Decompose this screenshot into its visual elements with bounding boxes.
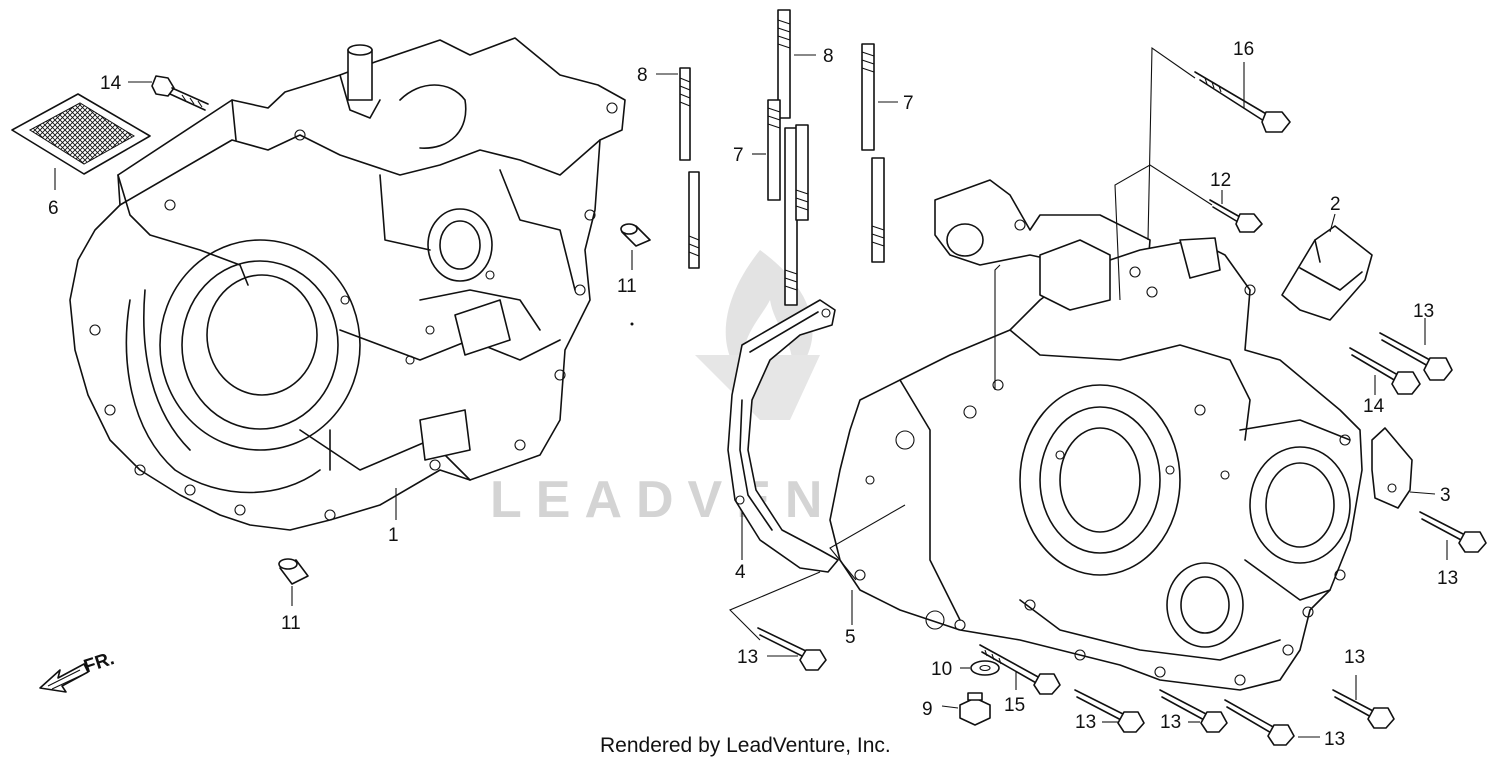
callout-8-center: 8 — [823, 46, 834, 67]
bolt-13-bracket3 — [1419, 511, 1487, 560]
callout-1: 1 — [388, 525, 399, 546]
callout-8-left: 8 — [637, 65, 648, 86]
bolt-14-left — [128, 75, 209, 111]
washer-10 — [960, 660, 1000, 676]
drain-bolt-9 — [941, 692, 991, 726]
callout-2: 2 — [1330, 194, 1341, 215]
callout-11-upper: 11 — [617, 276, 637, 297]
callout-13-lower-mid1: 13 — [1075, 712, 1096, 733]
callout-10: 10 — [931, 659, 952, 680]
callout-13-bracket-upper: 13 — [1413, 301, 1434, 322]
front-marker-text: FR. — [81, 648, 117, 677]
callout-13-lower-left: 13 — [737, 647, 758, 668]
bolt-13-lower-right2 — [1332, 675, 1395, 729]
callout-16: 16 — [1233, 39, 1254, 60]
front-direction-arrow-icon: FR. — [39, 648, 117, 693]
callout-7-right: 7 — [903, 93, 914, 114]
gasket-4 — [727, 299, 839, 573]
right-crankcase — [729, 46, 1363, 691]
stud-8-center — [777, 9, 816, 306]
callout-14-left: 14 — [100, 73, 122, 94]
strainer-screen — [11, 93, 151, 190]
footer-credit: Rendered by LeadVenture, Inc. — [600, 734, 891, 757]
bolt-14-bracket — [1349, 347, 1421, 395]
bracket-2 — [1281, 213, 1373, 321]
callout-13-lower-right2: 13 — [1344, 647, 1365, 668]
callout-6: 6 — [48, 198, 59, 219]
callout-7-center: 7 — [733, 145, 744, 166]
callout-14-bracket: 14 — [1363, 396, 1385, 417]
bolt-13-lower-left — [757, 627, 827, 671]
bolt-13-lower-mid2 — [1159, 689, 1228, 733]
left-crankcase — [69, 37, 626, 531]
dowel-11-lower — [278, 558, 309, 606]
stud-7-right — [861, 43, 898, 263]
callout-13-lower-right1: 13 — [1324, 729, 1345, 750]
stud-8-left — [656, 67, 700, 269]
bracket-3 — [1371, 427, 1436, 509]
callout-labels: 1 2 3 4 5 6 7 7 8 8 9 10 11 11 12 13 13 … — [48, 39, 1458, 750]
callout-9: 9 — [922, 699, 933, 720]
callout-5: 5 — [845, 627, 856, 648]
bolt-16 — [1194, 62, 1291, 133]
callout-3: 3 — [1440, 485, 1451, 506]
callout-4: 4 — [735, 562, 746, 583]
bolt-15 — [979, 644, 1061, 695]
bolt-12 — [1209, 190, 1263, 233]
bolt-13-bracket-upper — [1379, 318, 1453, 381]
bolt-13-lower-mid1 — [1074, 689, 1145, 733]
callout-13-bracket3: 13 — [1437, 568, 1458, 589]
callout-11-lower: 11 — [281, 613, 301, 634]
callout-15: 15 — [1004, 695, 1025, 716]
callout-13-lower-mid2: 13 — [1160, 712, 1181, 733]
bolt-13-lower-right1 — [1224, 699, 1320, 746]
stud-7-center — [752, 99, 809, 221]
dowel-11-upper — [620, 223, 651, 326]
callout-12: 12 — [1210, 170, 1231, 191]
